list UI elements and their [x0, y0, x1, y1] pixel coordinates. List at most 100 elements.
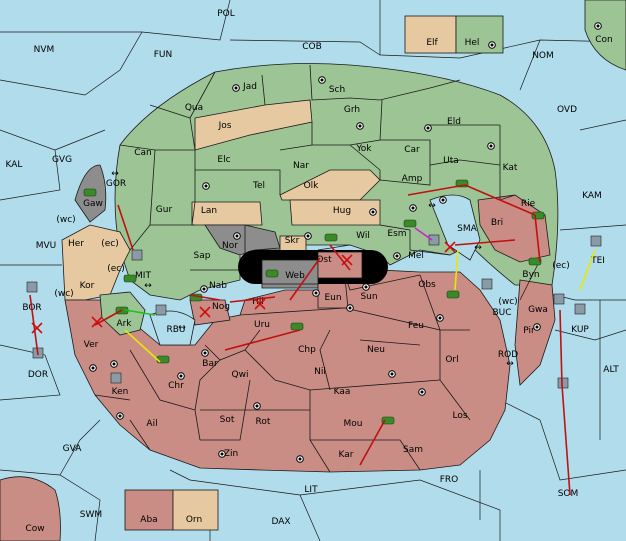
territory-label: Kar — [339, 450, 354, 460]
dislodged-marker-icon — [254, 298, 266, 310]
territory-label: Qua — [185, 103, 203, 113]
territory-label: Neu — [367, 345, 385, 355]
orders — [29, 184, 596, 496]
territory-label: Eun — [324, 293, 341, 303]
supply-center-dot — [420, 390, 424, 394]
fleet-unit-icon[interactable] — [155, 304, 167, 316]
supply-center-dot — [255, 404, 259, 408]
army-unit-icon[interactable] — [531, 211, 545, 220]
supply-centers — [89, 22, 602, 463]
army-unit-icon[interactable] — [381, 416, 395, 425]
order-arrow — [561, 384, 571, 496]
territory-label: Chp — [298, 345, 316, 355]
sea-label: RBU — [166, 325, 185, 335]
sea-label: KAM — [582, 191, 602, 201]
order-arrow — [224, 329, 301, 351]
fleet-unit-icon[interactable] — [574, 303, 586, 315]
coast-label: (wc) — [56, 215, 75, 225]
fleet-unit-icon[interactable] — [131, 249, 143, 261]
region-olk — [279, 169, 381, 201]
supply-center-dot — [395, 254, 399, 258]
land-cow — [0, 476, 61, 541]
fleet-unit-icon[interactable] — [590, 235, 602, 247]
army-unit-icon[interactable] — [528, 257, 542, 266]
territory-label: Nor — [222, 241, 238, 251]
sea-label: POL — [217, 9, 235, 19]
supply-center-dot — [411, 206, 415, 210]
territory-label: Nab — [209, 281, 227, 291]
legend-orn-box — [172, 489, 219, 531]
coast-label: (ec) — [101, 239, 119, 249]
order-arrow — [94, 309, 123, 326]
supply-center-dot — [235, 234, 239, 238]
sea-label: TEI — [590, 256, 605, 266]
territory-label: Hug — [333, 206, 351, 216]
fleet-unit-icon[interactable] — [481, 278, 493, 290]
supply-center-dot — [179, 374, 183, 378]
fleet-unit-icon[interactable] — [557, 377, 569, 389]
coast-label: (ec) — [107, 264, 125, 274]
territory-label: Orl — [445, 355, 458, 365]
order-arrow — [359, 419, 386, 466]
supply-center-dot — [535, 325, 539, 329]
territory-label: Web — [285, 271, 305, 281]
supply-center-dot — [204, 184, 208, 188]
double-arrow-icon: ↔ — [178, 323, 186, 333]
legend-hel-box — [455, 15, 504, 54]
support-arrow — [124, 309, 156, 316]
supply-center-dot — [112, 362, 116, 366]
territory-label: Nar — [293, 161, 309, 171]
double-arrow-icon: ↔ — [474, 243, 482, 253]
sea-label: NOM — [532, 51, 554, 61]
army-unit-icon[interactable] — [265, 269, 279, 278]
sea-label: COB — [302, 42, 322, 52]
sea-label: GVA — [63, 444, 83, 454]
army-unit-icon[interactable] — [403, 219, 417, 228]
fleet-unit-icon[interactable] — [553, 293, 565, 305]
territory-label: Zin — [224, 449, 238, 459]
sea-label: SMA — [457, 224, 477, 234]
territory-label: Uru — [254, 320, 270, 330]
dislodged-marker-icon — [199, 306, 211, 318]
coast-label: (ec) — [552, 261, 570, 271]
territory-label: Tel — [252, 181, 265, 191]
territory-label: Eld — [447, 117, 461, 127]
supply-center-dot — [426, 126, 430, 130]
sea-label: KUP — [571, 325, 589, 335]
territory-label: Sun — [360, 292, 377, 302]
coast-label: (wc) — [54, 289, 73, 299]
territory-label: Rie — [521, 199, 536, 209]
territory-label: Her — [68, 239, 84, 249]
territory-label: Lan — [201, 206, 217, 216]
territory-label: Gwa — [528, 305, 548, 315]
territory-label: Nog — [212, 302, 230, 312]
supply-center-dot — [358, 124, 362, 128]
territory-label: Bri — [491, 218, 503, 228]
army-unit-icon[interactable] — [324, 233, 338, 242]
territory-label: Kor — [80, 281, 95, 291]
fleet-unit-icon[interactable] — [428, 234, 440, 246]
territory-label: Jos — [218, 121, 232, 131]
army-unit-icon[interactable] — [83, 188, 97, 197]
territory-label: Pir — [523, 326, 535, 336]
territory-label: Sam — [403, 445, 423, 455]
sea-label: FRO — [440, 475, 459, 485]
supply-center-dot — [371, 210, 375, 214]
sea-label: LIT — [304, 485, 318, 495]
supply-center-dot — [314, 291, 318, 295]
legend-label: Orn — [186, 515, 202, 525]
order-arrow — [329, 244, 351, 271]
double-arrow-icon: ↔ — [428, 201, 436, 211]
sea-label: DAX — [271, 517, 290, 527]
territory-label: Sch — [329, 85, 345, 95]
support-arrow — [414, 227, 433, 241]
fleet-unit-icon[interactable] — [26, 281, 38, 293]
support-arrow — [579, 249, 596, 291]
army-unit-icon[interactable] — [446, 290, 460, 299]
army-unit-icon[interactable] — [290, 322, 304, 331]
sea-label: KAL — [6, 160, 23, 170]
army-unit-icon[interactable] — [123, 274, 137, 283]
fleet-unit-icon[interactable] — [110, 372, 122, 384]
legend-aba-box — [124, 489, 174, 531]
